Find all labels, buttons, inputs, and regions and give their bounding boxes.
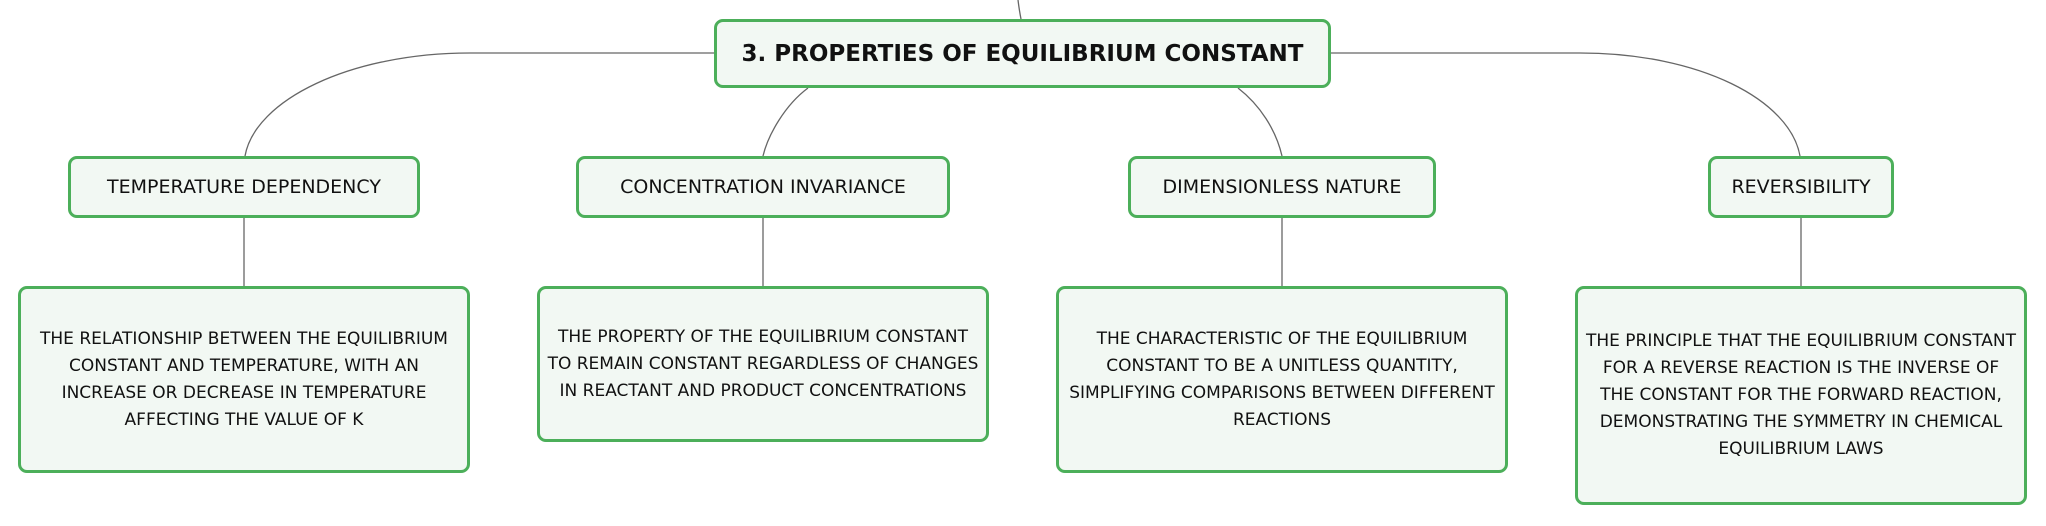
connector-parent-to-root xyxy=(1017,0,1022,20)
connector-root-to-temperature-dependency xyxy=(244,52,714,157)
connector-root-to-dimensionless-nature xyxy=(1237,87,1283,157)
description-node-temperature-dependency[interactable]: THE RELATIONSHIP BETWEEN THE EQUILIBRIUM… xyxy=(18,286,470,473)
property-node-dimensionless-nature[interactable]: DIMENSIONLESS NATURE xyxy=(1128,156,1436,218)
property-label: DIMENSIONLESS NATURE xyxy=(1162,176,1402,198)
property-node-reversibility[interactable]: REVERSIBILITY xyxy=(1708,156,1894,218)
connector-root-to-concentration-invariance xyxy=(762,87,809,157)
root-node-label: 3. PROPERTIES OF EQUILIBRIUM CONSTANT xyxy=(741,40,1304,67)
property-label: REVERSIBILITY xyxy=(1731,176,1871,198)
property-node-temperature-dependency[interactable]: TEMPERATURE DEPENDENCY xyxy=(68,156,420,218)
property-label: TEMPERATURE DEPENDENCY xyxy=(107,176,381,198)
description-node-dimensionless-nature[interactable]: THE CHARACTERISTIC OF THE EQUILIBRIUM CO… xyxy=(1056,286,1508,473)
description-text: THE PRINCIPLE THAT THE EQUILIBRIUM CONST… xyxy=(1585,331,2017,459)
connector-root-to-reversibility xyxy=(1331,52,1801,157)
description-node-reversibility[interactable]: THE PRINCIPLE THAT THE EQUILIBRIUM CONST… xyxy=(1575,286,2027,505)
description-node-concentration-invariance[interactable]: THE PROPERTY OF THE EQUILIBRIUM CONSTANT… xyxy=(537,286,989,442)
property-label: CONCENTRATION INVARIANCE xyxy=(620,176,906,198)
property-node-concentration-invariance[interactable]: CONCENTRATION INVARIANCE xyxy=(576,156,950,218)
root-node[interactable]: 3. PROPERTIES OF EQUILIBRIUM CONSTANT xyxy=(714,19,1331,88)
description-text: THE PROPERTY OF THE EQUILIBRIUM CONSTANT… xyxy=(547,326,979,401)
description-text: THE CHARACTERISTIC OF THE EQUILIBRIUM CO… xyxy=(1069,328,1495,430)
description-text: THE RELATIONSHIP BETWEEN THE EQUILIBRIUM… xyxy=(40,328,448,430)
